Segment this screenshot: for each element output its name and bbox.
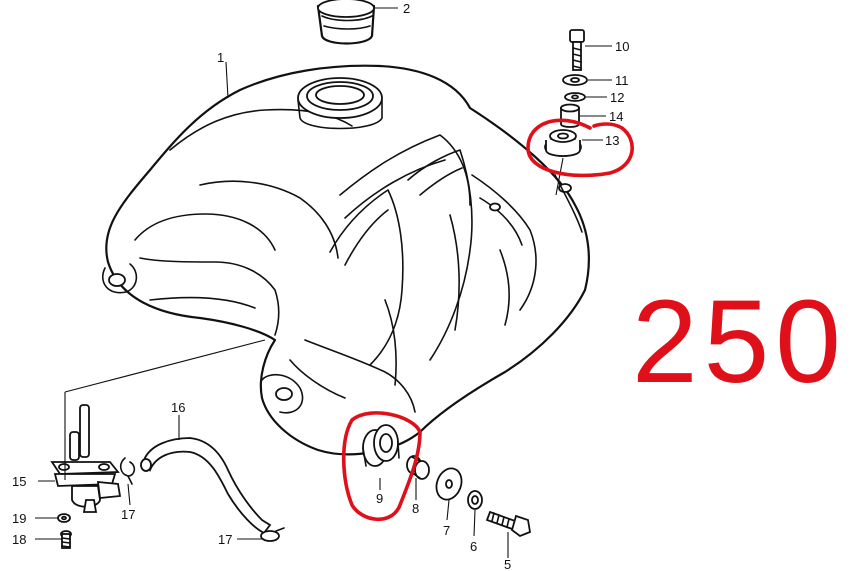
callout-14: 14 (609, 109, 623, 124)
callout-10: 10 (615, 39, 629, 54)
callout-15: 15 (12, 474, 26, 489)
fuel-hose-16 (140, 437, 272, 535)
leader-lines (35, 7, 612, 558)
callout-17-upper: 17 (121, 507, 135, 522)
cushion-9 (362, 424, 400, 467)
washer-12 (564, 92, 586, 102)
filler-neck (297, 77, 383, 130)
callout-9: 9 (376, 491, 383, 506)
cushion-13 (544, 129, 582, 157)
callout-11: 11 (615, 73, 629, 88)
callout-6: 6 (470, 539, 477, 554)
washer-19 (57, 513, 71, 523)
callout-7: 7 (443, 523, 450, 538)
washer-11 (562, 74, 588, 86)
nut-6 (467, 490, 483, 510)
washer-7 (435, 467, 463, 501)
fuel-tank (101, 64, 590, 456)
callout-1: 1 (217, 50, 224, 65)
callout-5: 5 (504, 557, 511, 571)
callout-19: 19 (12, 511, 26, 526)
bolt-10 (569, 29, 585, 71)
callout-12: 12 (610, 90, 624, 105)
callout-2: 2 (403, 1, 410, 16)
callout-labels: 1 2 10 11 12 14 13 15 16 17 17 19 18 9 8… (12, 1, 629, 571)
bolt-5 (485, 510, 532, 538)
red-markup: 250 (341, 118, 847, 522)
callout-13: 13 (605, 133, 619, 148)
callout-8: 8 (412, 501, 419, 516)
circle-around-13 (526, 118, 634, 178)
callout-17-lower: 17 (218, 532, 232, 547)
clamp-17-lower (260, 527, 285, 542)
clamp-17-upper (119, 457, 136, 485)
callout-16: 16 (171, 400, 185, 415)
handwritten-number: 250 (632, 276, 847, 408)
filler-cap (316, 0, 376, 45)
fuel-cock-15 (50, 404, 122, 513)
callout-18: 18 (12, 532, 26, 547)
screw-18 (60, 530, 72, 549)
circle-around-9 (341, 411, 422, 522)
